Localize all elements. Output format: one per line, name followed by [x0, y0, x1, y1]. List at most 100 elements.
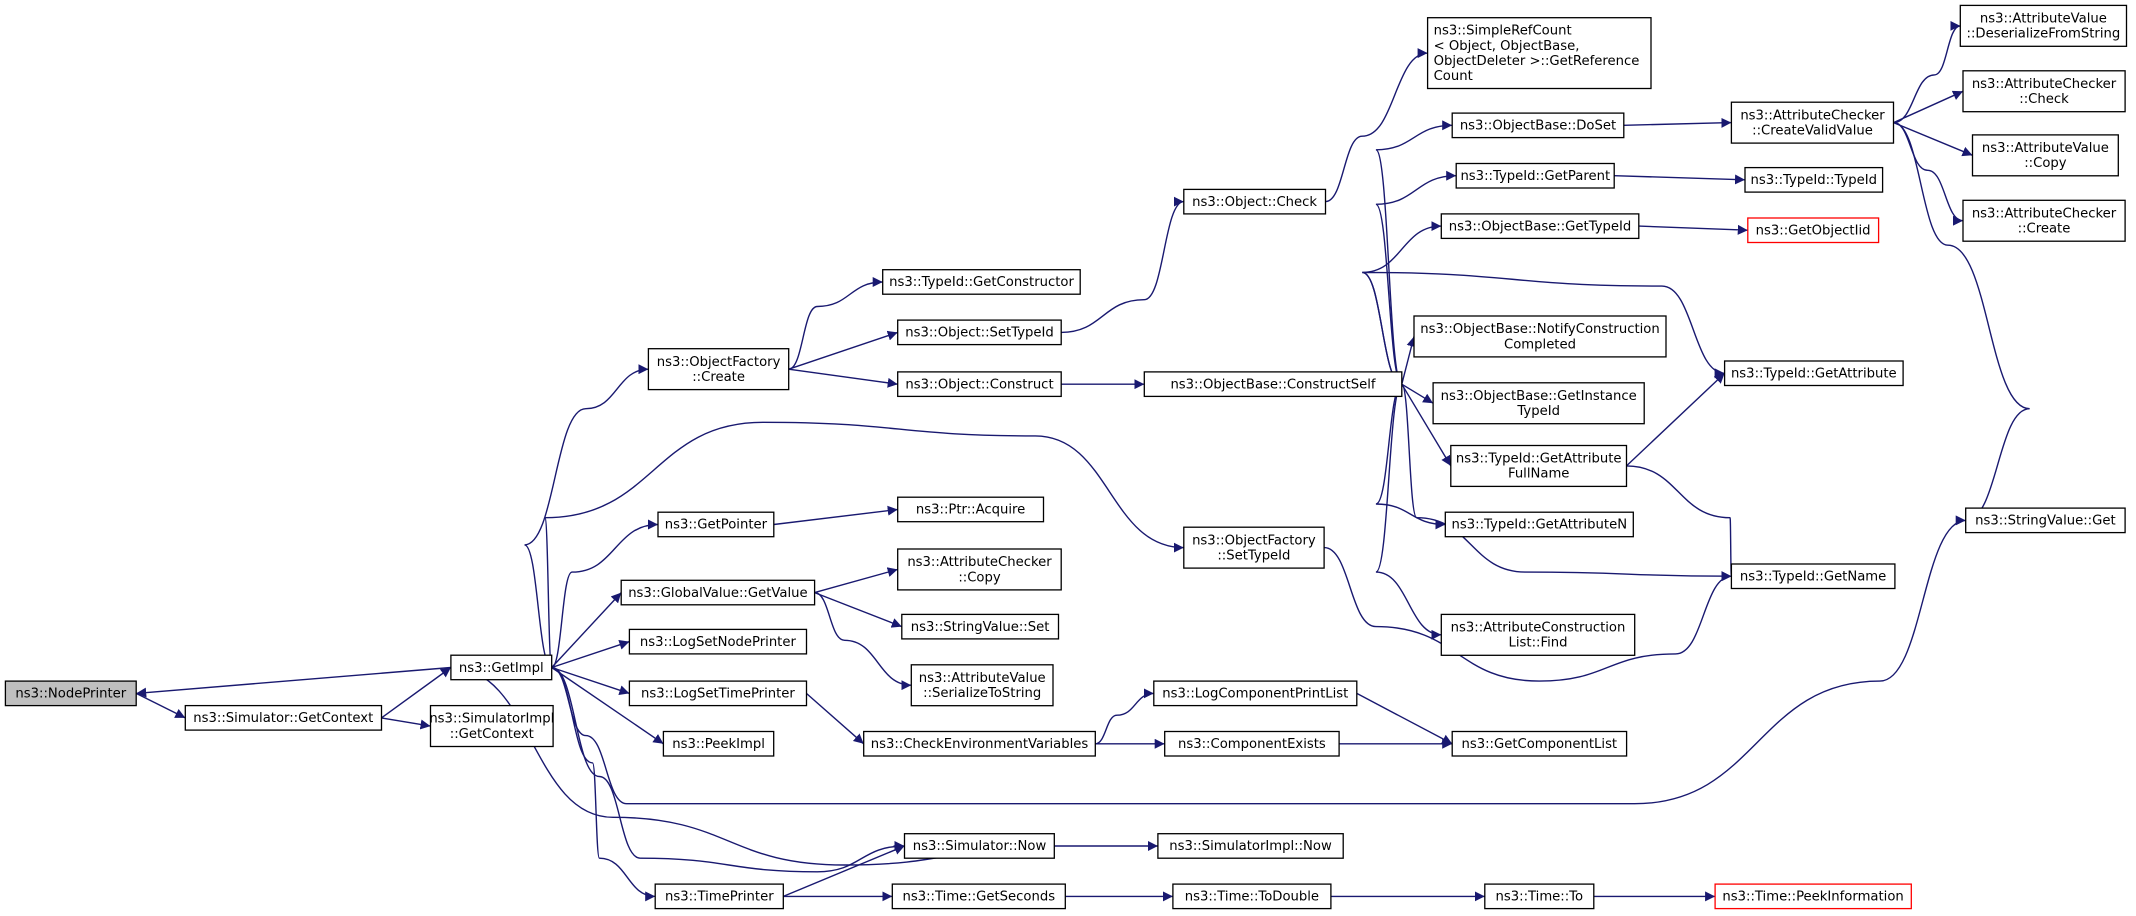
- node-objfactory-settypeid[interactable]: ns3::ObjectFactory::SetTypeId: [1183, 526, 1325, 569]
- node-time-getseconds[interactable]: ns3::Time::GetSeconds: [891, 883, 1066, 910]
- node-getcomponentlist[interactable]: ns3::GetComponentList: [1451, 730, 1628, 757]
- node-box: [901, 613, 1060, 640]
- call-edge-logcomponentprintlist-to-getcomponentlist: [1356, 692, 1453, 745]
- node-attrvalue-serialize[interactable]: ns3::AttributeValue::SerializeToString: [910, 664, 1054, 707]
- node-objbase-gettypeid[interactable]: ns3::ObjectBase::GetTypeId: [1440, 213, 1640, 240]
- node-box: [1440, 213, 1640, 240]
- node-label-line: ns3::TypeId::GetAttribute: [1731, 367, 1897, 382]
- node-label-line: ns3::NodePrinter: [15, 687, 126, 702]
- node-timeprinter[interactable]: ns3::TimePrinter: [654, 883, 784, 910]
- node-label-line: ns3::GetObjectIid: [1756, 224, 1871, 239]
- node-label-line: ns3::Time::GetSeconds: [903, 890, 1056, 905]
- node-box: [1971, 134, 2119, 177]
- call-edge-getimpl-to-sim_now: [551, 666, 905, 873]
- node-typeid-getparent[interactable]: ns3::TypeId::GetParent: [1455, 162, 1615, 189]
- node-box: [1183, 526, 1325, 569]
- node-label-line: ns3::GetPointer: [665, 518, 768, 533]
- call-edge-objbase_gettypeid-to-getobjectiid: [1638, 224, 1748, 235]
- node-typeid-getattrn[interactable]: ns3::TypeId::GetAttributeN: [1444, 511, 1634, 538]
- node-getimpl[interactable]: ns3::GetImpl: [450, 654, 553, 681]
- node-objbase-doset[interactable]: ns3::ObjectBase::DoSet: [1451, 112, 1625, 139]
- node-attrchecker-create[interactable]: ns3::AttributeChecker::Create: [1962, 199, 2126, 242]
- node-box: [647, 348, 790, 391]
- node-attrchecker-createvalid[interactable]: ns3::AttributeChecker::CreateValidValue: [1730, 101, 1895, 144]
- node-label-line: ObjectDeleter >::GetReference: [1434, 54, 1640, 69]
- node-globalvalue-getvalue[interactable]: ns3::GlobalValue::GetValue: [620, 579, 816, 606]
- node-simimpl-getcontext[interactable]: ns3::SimulatorImpl::GetContext: [429, 704, 554, 748]
- node-objbase-notify[interactable]: ns3::ObjectBase::NotifyConstructionCompl…: [1413, 315, 1667, 358]
- node-label-line: ns3::Simulator::GetContext: [193, 711, 373, 726]
- node-logsettimeprinter[interactable]: ns3::LogSetTimePrinter: [628, 680, 808, 707]
- node-label-line: ::GetContext: [450, 727, 534, 742]
- node-attrvalue-deserialize[interactable]: ns3::AttributeValue::DeserializeFromStri…: [1959, 4, 2128, 47]
- node-checkenvvars[interactable]: ns3::CheckEnvironmentVariables: [863, 730, 1096, 757]
- node-label-line: ::SetTypeId: [1217, 549, 1290, 564]
- node-box: [1962, 70, 2126, 113]
- node-box: [1183, 188, 1327, 215]
- node-label-line: ns3::Simulator::Now: [913, 839, 1047, 854]
- node-box: [891, 883, 1066, 910]
- node-object-settypeid[interactable]: ns3::Object::SetTypeId: [897, 319, 1062, 346]
- node-typeid-getattribute[interactable]: ns3::TypeId::GetAttribute: [1723, 360, 1904, 387]
- node-label-line: ns3::LogComponentPrintList: [1162, 687, 1348, 702]
- node-label-line: ns3::Object::Construct: [905, 377, 1053, 392]
- node-time-todouble[interactable]: ns3::Time::ToDouble: [1172, 883, 1332, 910]
- node-time-to[interactable]: ns3::Time::To: [1484, 883, 1595, 910]
- node-sim-getcontext[interactable]: ns3::Simulator::GetContext: [184, 704, 383, 731]
- call-edge-objbase_constructself-to-typeid_getattrfullname: [1401, 383, 1452, 467]
- node-logcomponentprintlist[interactable]: ns3::LogComponentPrintList: [1153, 680, 1358, 707]
- node-nodeprinter[interactable]: ns3::NodePrinter: [4, 680, 137, 707]
- node-objbase-constructself[interactable]: ns3::ObjectBase::ConstructSelf: [1143, 371, 1403, 398]
- node-label-line: ns3::TypeId::GetAttributeN: [1452, 518, 1628, 533]
- node-time-peekinformation[interactable]: ns3::Time::PeekInformation: [1714, 883, 1912, 910]
- node-label-line: ns3::AttributeValue: [1980, 12, 2107, 27]
- node-label-line: Completed: [1504, 337, 1576, 352]
- node-attrvalue-copy[interactable]: ns3::AttributeValue::Copy: [1971, 134, 2119, 177]
- call-edge-getimpl-to-objfactory_create: [524, 364, 649, 669]
- node-simplerefcount[interactable]: ns3::SimpleRefCount< Object, ObjectBase,…: [1426, 17, 1652, 90]
- node-stringvalue-set[interactable]: ns3::StringValue::Set: [901, 613, 1060, 640]
- node-box: [1143, 371, 1403, 398]
- node-stringvalue-get[interactable]: ns3::StringValue::Get: [1965, 507, 2126, 534]
- node-label-line: ns3::TypeId::GetConstructor: [889, 275, 1074, 290]
- node-object-construct[interactable]: ns3::Object::Construct: [897, 371, 1062, 398]
- node-componentexists[interactable]: ns3::ComponentExists: [1164, 730, 1340, 757]
- node-box: [1962, 199, 2126, 242]
- call-edge-typeid_getparent-to-typeid_typeid: [1614, 174, 1746, 185]
- node-logsetnodeprinter[interactable]: ns3::LogSetNodePrinter: [628, 628, 808, 655]
- call-edge-timeprinter-to-sim_now: [783, 845, 905, 898]
- node-label-line: ns3::TypeId::GetAttribute: [1456, 452, 1622, 467]
- node-ptr-acquire[interactable]: ns3::Ptr::Acquire: [897, 496, 1045, 523]
- node-simimpl-now[interactable]: ns3::SimulatorImpl::Now: [1157, 833, 1344, 859]
- node-label-line: ns3::AttributeChecker: [1972, 206, 2117, 221]
- node-typeid-getconstructor[interactable]: ns3::TypeId::GetConstructor: [882, 269, 1081, 295]
- node-attrchecker-check[interactable]: ns3::AttributeChecker::Check: [1962, 70, 2126, 113]
- node-getpointer[interactable]: ns3::GetPointer: [657, 511, 775, 538]
- node-objfactory-create[interactable]: ns3::ObjectFactory::Create: [647, 348, 790, 391]
- node-label-line: ns3::TypeId::TypeId: [1751, 173, 1878, 188]
- call-edge-attrchecker_createvalid-to-attrvalue_deserialize: [1893, 20, 1961, 124]
- node-box: [1714, 883, 1912, 910]
- node-object-check[interactable]: ns3::Object::Check: [1183, 188, 1327, 215]
- call-edge-sim_getcontext-to-getimpl: [380, 666, 452, 719]
- node-box: [1451, 112, 1625, 139]
- node-label-line: ns3::ObjectBase::NotifyConstruction: [1420, 322, 1659, 337]
- node-label-line: ns3::ObjectFactory: [657, 355, 781, 370]
- node-box: [1959, 4, 2128, 47]
- node-box: [1164, 730, 1340, 757]
- node-typeid-typeid[interactable]: ns3::TypeId::TypeId: [1744, 166, 1884, 193]
- node-box: [903, 833, 1055, 859]
- node-getobjectiid[interactable]: ns3::GetObjectIid: [1747, 217, 1880, 244]
- call-edge-getpointer-to-ptr_acquire: [773, 505, 898, 526]
- node-label-line: ns3::LogSetTimePrinter: [641, 687, 795, 702]
- node-sim-now[interactable]: ns3::Simulator::Now: [903, 833, 1055, 859]
- node-attrchecker-copy[interactable]: ns3::AttributeChecker::Copy: [897, 548, 1062, 591]
- node-peekimpl[interactable]: ns3::PeekImpl: [662, 730, 775, 757]
- node-box: [4, 680, 137, 707]
- call-edge-getimpl-to-peekimpl: [551, 666, 664, 745]
- node-typeid-getname[interactable]: ns3::TypeId::GetName: [1730, 563, 1896, 590]
